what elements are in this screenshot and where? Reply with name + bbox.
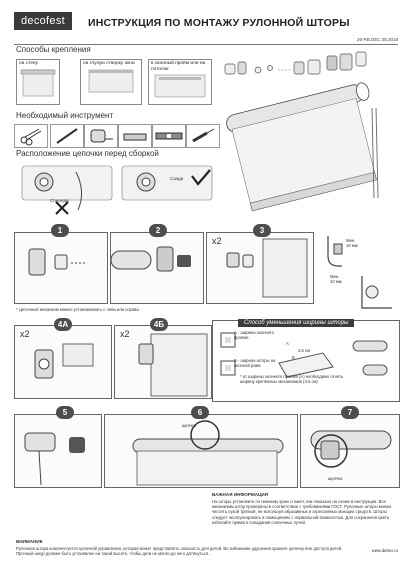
- step-3-panel: [206, 232, 314, 304]
- step-4a-badge: 4А: [54, 318, 72, 331]
- step-3-badge: 3: [253, 224, 271, 237]
- min-clearance-side: Мин. 10 мм: [330, 274, 342, 285]
- step-4b-badge: 4Б: [150, 318, 168, 331]
- chain-position-illustration: [21, 165, 213, 215]
- bracket-icon: [237, 61, 247, 75]
- opening-mount-illustration: [154, 74, 206, 98]
- back-label: Сзади: [170, 176, 184, 181]
- mount-option-opening: в оконный проём или на потолок: [148, 59, 212, 105]
- website-link[interactable]: www.dettex.ru: [371, 548, 398, 553]
- tools-heading: Необходимый инструмент: [16, 111, 114, 120]
- step-2-badge: 2: [149, 224, 167, 237]
- document-code: 26-RB.DEC.08.2018: [356, 37, 398, 42]
- mount-option-label: на глухую створку окна: [83, 61, 135, 66]
- width-reduction-note: * от ширины оконного проёма (А) необходи…: [240, 374, 344, 385]
- quantity-x2: x2: [120, 329, 130, 339]
- attention-text: Рулонная штора комплектуется цепочкой уп…: [16, 546, 343, 557]
- width-a-label: А - ширина оконного проёма: [234, 330, 274, 341]
- mounting-heading: Способы крепления: [16, 45, 91, 54]
- quantity-x2: x2: [20, 329, 30, 339]
- width-b-label: Б - ширина шторы на оконной раме: [234, 358, 276, 369]
- roller-blind-overview-illustration: [224, 51, 379, 212]
- tape-measure-icon: [84, 124, 118, 148]
- screwdriver-icon: [186, 124, 220, 148]
- step-1-panel: [14, 232, 108, 304]
- bracket-icon: [224, 63, 236, 75]
- mount-option-wall: на стену: [16, 59, 60, 105]
- divider: [14, 44, 398, 45]
- dim-a-label: А: [286, 341, 289, 346]
- utility-knife-icon: [118, 124, 152, 148]
- step-7-badge: 7: [341, 406, 359, 419]
- step-1-badge: 1: [51, 224, 69, 237]
- step-2-panel: [110, 232, 204, 304]
- step-4b-panel: [114, 325, 212, 399]
- important-text: На шторы установите по нижнему краю и па…: [212, 499, 392, 525]
- width-reduction-panel: [212, 320, 400, 402]
- quantity-x2: x2: [212, 236, 222, 246]
- click-label: щелчок: [182, 423, 197, 428]
- dim-value: 3,5 см: [298, 348, 310, 353]
- brand-logo: decofest: [14, 12, 72, 30]
- wall-mount-illustration: [20, 69, 56, 96]
- step-6-panel: [104, 414, 298, 488]
- level-icon: [152, 124, 186, 148]
- mount-option-sash: на глухую створку окна: [80, 59, 142, 105]
- attention-heading: ВНИМАНИЕ: [16, 539, 43, 544]
- sash-mount-illustration: [88, 69, 134, 92]
- mount-option-label: в оконный проём или на потолок: [151, 61, 206, 72]
- footnote-chain-side: * Цепочный механизм можно устанавливать …: [16, 307, 139, 312]
- step-4a-panel: [14, 325, 112, 399]
- step-7-panel: [300, 414, 400, 488]
- dim-b-label: Б: [292, 355, 295, 360]
- width-reduction-title: Способ уменьшения ширины шторы: [238, 319, 355, 327]
- important-heading: ВАЖНАЯ ИНФОРМАЦИЯ: [212, 492, 268, 497]
- front-label: Спереди: [50, 198, 69, 203]
- page-title: ИНСТРУКЦИЯ ПО МОНТАЖУ РУЛОННОЙ ШТОРЫ: [88, 17, 350, 29]
- chain-heading: Расположение цепочки перед сборкой: [16, 149, 159, 158]
- step-5-badge: 5: [56, 406, 74, 419]
- scissors-icon: [14, 124, 48, 148]
- pencil-icon: [50, 124, 84, 148]
- mount-option-label: на стену: [19, 61, 38, 66]
- step-5-panel: [14, 414, 102, 488]
- minimum-clearance-diagram: [327, 236, 392, 309]
- click-label: щелчок: [328, 476, 343, 481]
- step-6-badge: 6: [191, 406, 209, 419]
- min-clearance-top: Мин. 10 мм: [346, 238, 358, 249]
